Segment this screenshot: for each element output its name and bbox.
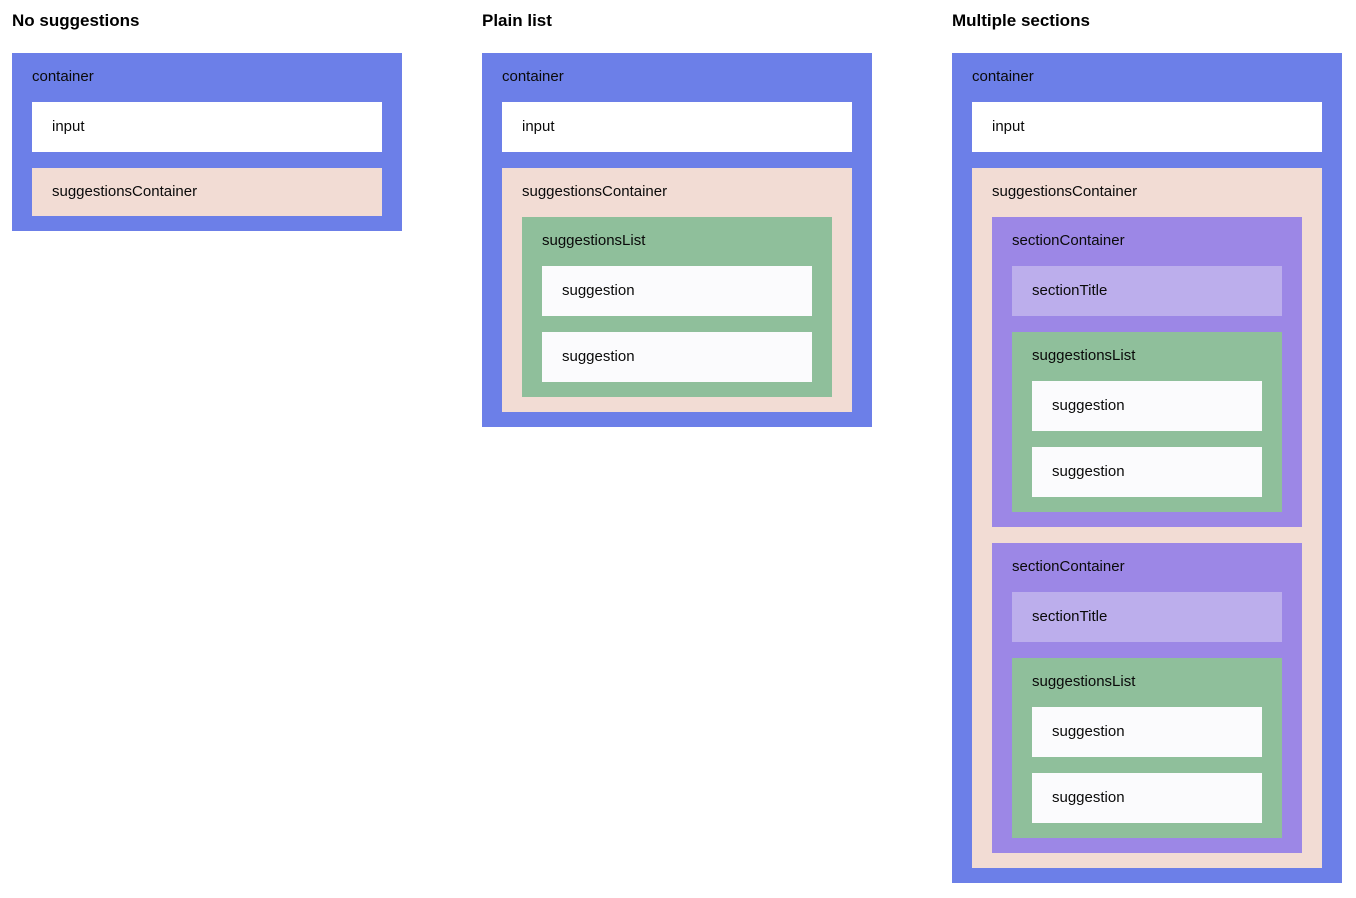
suggestion-label: suggestion [1052,723,1125,740]
column-no-suggestions: No suggestions container input suggestio… [12,12,402,231]
section-title-box: sectionTitle [1012,266,1282,316]
input-box: input [502,102,852,152]
suggestions-list-label: suggestionsList [1032,673,1136,690]
suggestions-container-label: suggestionsContainer [52,183,198,200]
suggestions-list-box: suggestionsList suggestion suggestion [1012,332,1282,512]
suggestion-label: suggestion [562,282,635,299]
input-label: input [52,118,85,135]
column-plain-list: Plain list container input suggestionsCo… [482,12,872,427]
input-box: input [972,102,1322,152]
suggestion-label: suggestion [562,348,635,365]
column-heading-no-suggestions: No suggestions [12,11,140,30]
section-title-label: sectionTitle [1032,608,1108,625]
autosuggest-structure-diagram: No suggestions container input suggestio… [12,12,1342,883]
section-title-label: sectionTitle [1032,282,1108,299]
section-title-box: sectionTitle [1012,592,1282,642]
suggestions-container-label: suggestionsContainer [522,183,668,200]
suggestions-list-box: suggestionsList suggestion suggestion [522,217,832,397]
section-container-box: sectionContainer sectionTitle suggestion… [992,543,1302,853]
suggestions-container-box: suggestionsContainer suggestionsList sug… [502,168,852,412]
suggestions-list-box: suggestionsList suggestion suggestion [1012,658,1282,838]
container-box: container input suggestionsContainer [12,53,402,231]
input-label: input [992,118,1025,135]
suggestion-label: suggestion [1052,463,1125,480]
container-label: container [32,68,94,85]
container-box: container input suggestionsContainer sec… [952,53,1342,883]
container-box: container input suggestionsContainer sug… [482,53,872,427]
suggestion-item: suggestion [542,266,812,316]
suggestion-item: suggestion [1032,707,1262,757]
suggestion-label: suggestion [1052,789,1125,806]
suggestion-item: suggestion [1032,447,1262,497]
suggestion-item: suggestion [1032,773,1262,823]
column-heading-plain-list: Plain list [482,11,552,30]
input-box: input [32,102,382,152]
suggestions-list-label: suggestionsList [1032,347,1136,364]
column-heading-multiple-sections: Multiple sections [952,11,1090,30]
suggestions-container-label: suggestionsContainer [992,183,1138,200]
input-label: input [522,118,555,135]
container-label: container [502,68,564,85]
suggestion-label: suggestion [1052,397,1125,414]
suggestions-list-label: suggestionsList [542,232,646,249]
suggestions-container-box: suggestionsContainer sectionContainer se… [972,168,1322,868]
section-container-box: sectionContainer sectionTitle suggestion… [992,217,1302,527]
suggestion-item: suggestion [542,332,812,382]
section-container-label: sectionContainer [1012,558,1125,575]
container-label: container [972,68,1034,85]
suggestion-item: suggestion [1032,381,1262,431]
suggestions-container-box: suggestionsContainer [32,168,382,216]
section-container-label: sectionContainer [1012,232,1125,249]
column-multiple-sections: Multiple sections container input sugges… [952,12,1342,883]
